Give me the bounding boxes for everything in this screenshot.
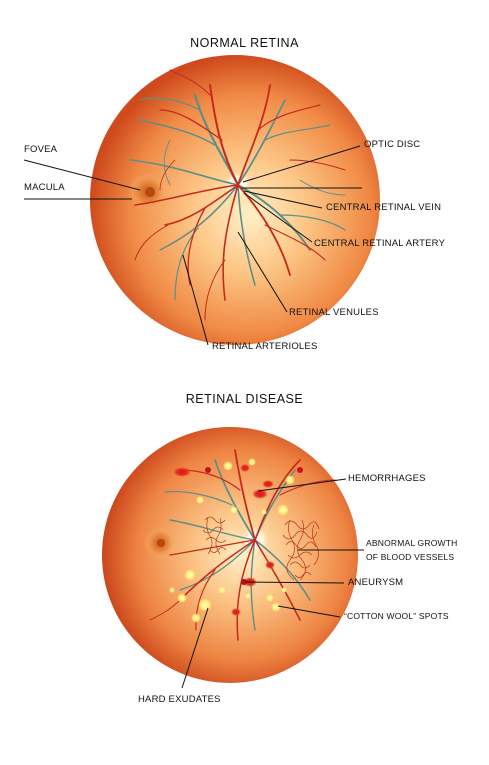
label-central-retinal-artery: CENTRAL RETINAL ARTERY (314, 238, 445, 249)
disease-fovea (157, 539, 165, 547)
label-retinal-arterioles: RETINAL ARTERIOLES (212, 341, 318, 352)
normal-fovea (145, 187, 155, 197)
label-central-retinal-vein: CENTRAL RETINAL VEIN (326, 202, 441, 213)
disease-retina (102, 427, 364, 688)
label-cotton-wool-spots: “COTTON WOOL” SPOTS (344, 610, 449, 623)
label-retinal-venules: RETINAL VENULES (289, 307, 379, 318)
label-macula: MACULA (24, 182, 65, 193)
normal-retina (24, 55, 380, 345)
label-fovea: FOVEA (24, 144, 57, 155)
label-abnormal-growth-line2: OF BLOOD VESSELS (366, 551, 454, 564)
label-hard-exudates: HARD EXUDATES (138, 694, 221, 705)
label-aneurysm: ANEURYSM (348, 577, 403, 588)
label-hemorrhages: HEMORRHAGES (348, 473, 426, 484)
label-abnormal-growth-line1: ABNORMAL GROWTH (366, 537, 457, 550)
label-optic-disc: OPTIC DISC (364, 139, 420, 150)
